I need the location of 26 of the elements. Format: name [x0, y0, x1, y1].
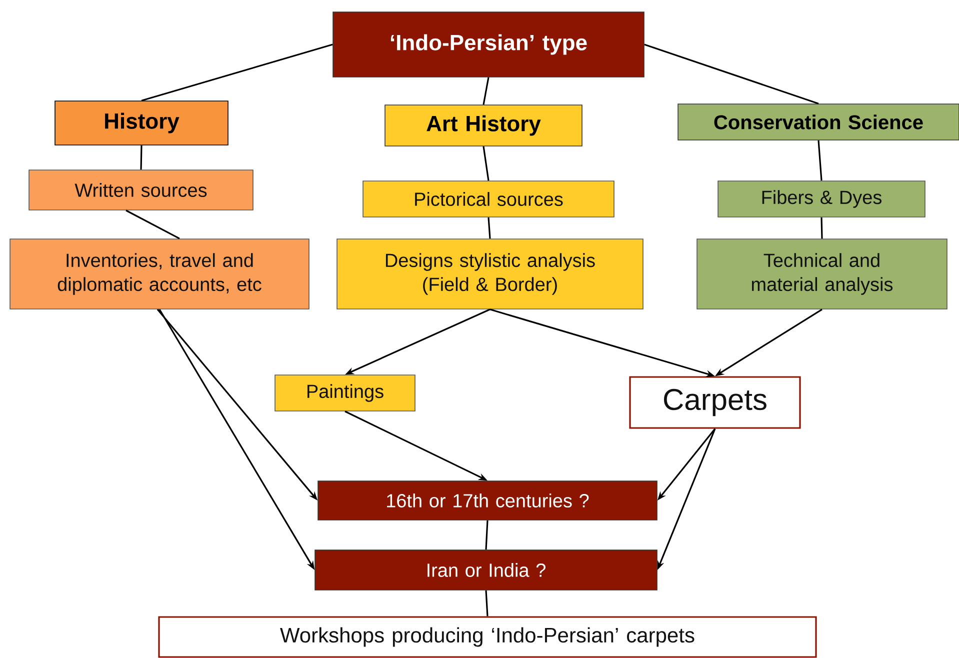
- process-box: Fibers & Dyes: [718, 180, 926, 218]
- process-box: Technical and material analysis: [696, 238, 948, 310]
- process-box: Pictorical sources: [362, 180, 614, 218]
- question-box: Iran or India ?: [314, 550, 658, 590]
- connector-line: [644, 44, 819, 104]
- conclusion-box: Workshops producing ‘Indo-Persian’ carpets: [158, 616, 817, 658]
- process-box: Designs stylistic analysis (Field & Border): [336, 238, 644, 310]
- result-box: Carpets: [629, 376, 801, 429]
- category-box: History: [54, 100, 228, 146]
- connector-line: [818, 140, 822, 181]
- connector-line: [485, 590, 488, 616]
- process-box: Paintings: [274, 374, 416, 412]
- title-box: ‘Indo-Persian’ type: [332, 12, 644, 78]
- category-box: Art History: [384, 104, 582, 146]
- connector-line: [485, 520, 488, 550]
- connector-line: [482, 146, 490, 181]
- connector-line: [126, 210, 180, 240]
- process-box: Written sources: [28, 170, 254, 210]
- question-box: 16th or 17th centuries ?: [318, 480, 658, 520]
- connector-line: [140, 145, 142, 170]
- connector-line: [482, 77, 490, 105]
- connector-line: [820, 217, 823, 239]
- connector-line: [141, 44, 333, 102]
- connector-line: [488, 217, 491, 239]
- category-box: Conservation Science: [678, 104, 959, 140]
- process-box: Inventories, travel and diplomatic accounts, etc: [10, 238, 310, 310]
